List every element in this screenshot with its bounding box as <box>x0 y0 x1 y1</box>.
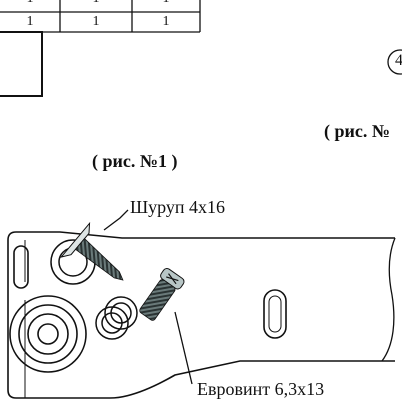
marker-circle <box>387 49 402 75</box>
left-slot <box>13 245 29 289</box>
side-panel <box>7 231 395 399</box>
parts-table <box>0 0 201 97</box>
figure-1-title: ( рис. №1 ) <box>92 151 178 171</box>
figure-2-title: ( рис. № <box>324 121 390 141</box>
table-cell-3: 1 <box>162 14 170 29</box>
table-cell-2: 1 <box>92 14 100 29</box>
eurobolt-label: Евровинт 6,3х13 <box>197 379 325 399</box>
right-slot <box>263 289 287 339</box>
cam-lock <box>9 295 87 373</box>
leader-lines <box>103 209 193 385</box>
right-slot-inner <box>268 295 282 333</box>
break-line <box>381 237 396 362</box>
screw-label: Шуруп 4х16 <box>130 197 226 217</box>
wood-screw <box>59 221 124 281</box>
table-cell-1: 1 <box>26 14 34 29</box>
bolt-holes <box>95 296 138 340</box>
table-top-cell-3: 1 <box>148 0 184 6</box>
table-top-cell-1: 1 <box>12 0 48 6</box>
table-top-cell-2: 1 <box>78 0 114 6</box>
marker-number: 4 <box>395 52 402 69</box>
euro-bolt <box>139 267 185 321</box>
